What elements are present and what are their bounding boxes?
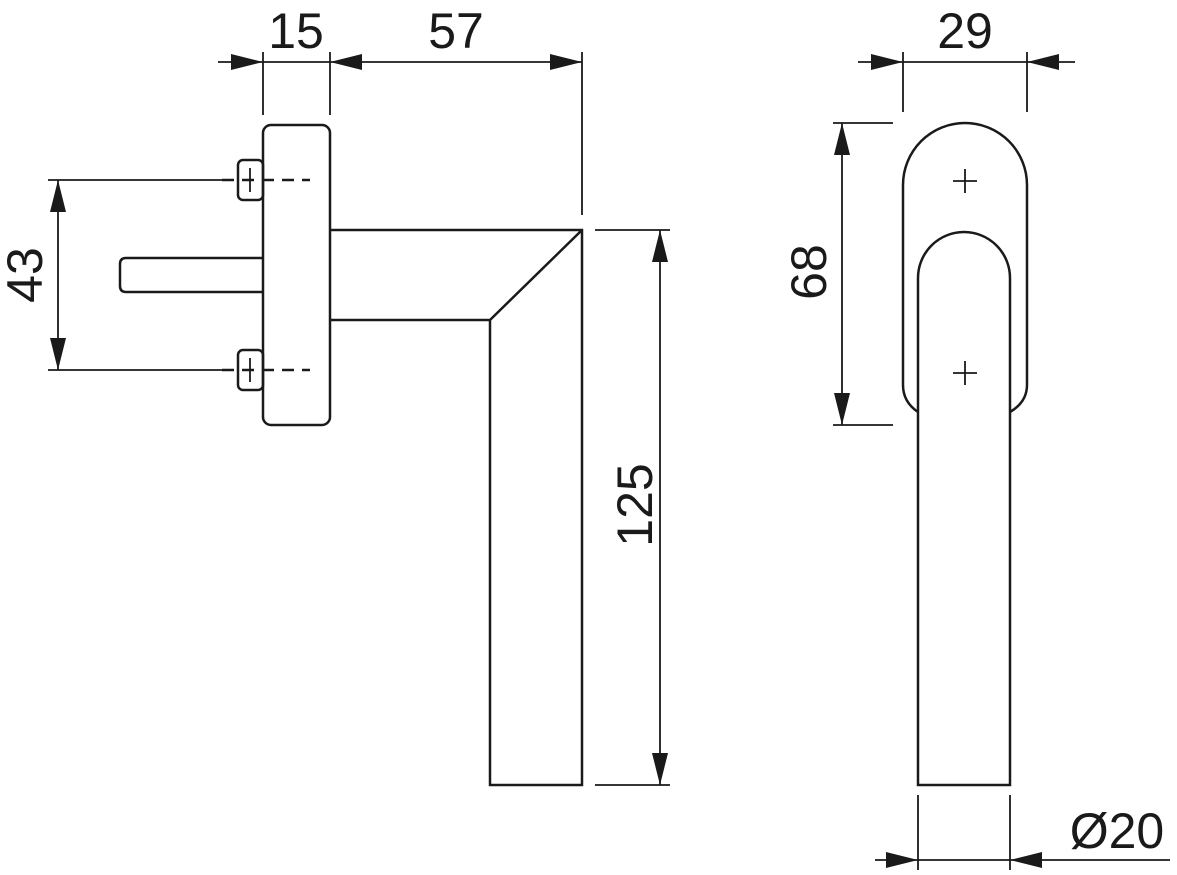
dim-rosette-width: 29: [937, 3, 993, 59]
rosette-side: [261, 123, 332, 427]
dim-screw-spacing: 43: [0, 247, 53, 303]
screw-bottom: [222, 348, 310, 392]
dim-rosette-depth: 15: [268, 3, 324, 59]
dim-projection: 57: [428, 3, 484, 59]
screw-mark-top: [953, 169, 977, 193]
dim-handle-length: 125: [607, 463, 663, 546]
side-view: 15 57 43 125: [0, 3, 670, 787]
front-view: 29 68 Ø20: [781, 3, 1170, 870]
handle-side: [330, 228, 584, 787]
grip-front: [916, 230, 1012, 787]
dim-rosette-height: 68: [781, 244, 837, 300]
spindle: [118, 256, 263, 294]
screw-mark-bottom: [953, 361, 977, 385]
screw-top: [222, 158, 310, 202]
dim-grip-diameter: Ø20: [1070, 803, 1165, 859]
rosette-front: [901, 121, 1029, 414]
